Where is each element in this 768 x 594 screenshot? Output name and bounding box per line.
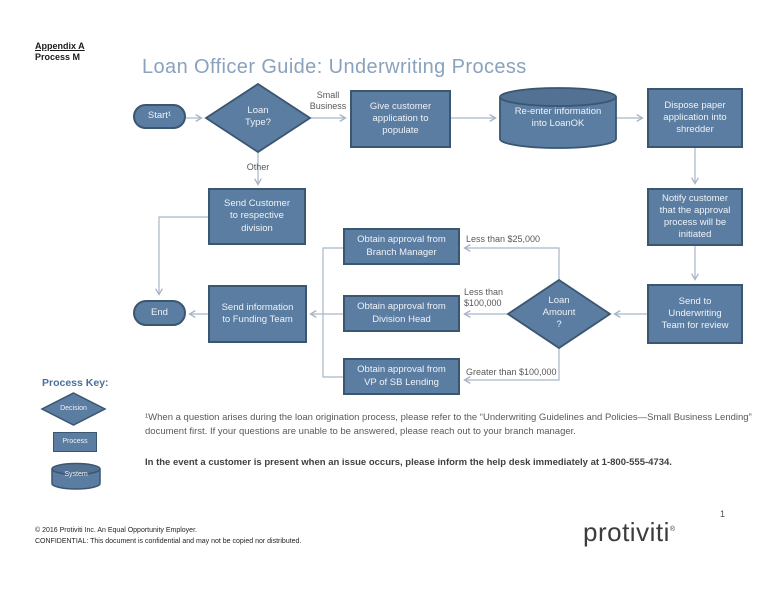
edge-label-less-than-25k: Less than $25,000: [466, 234, 541, 244]
loanok-cylinder-body: [499, 97, 617, 149]
loanok-cylinder-top: [499, 87, 617, 107]
connector-approvals-merge: [322, 247, 343, 378]
notify-customer-process: Notify customer that the approval proces…: [647, 188, 743, 246]
vp-lending-approval-process: Obtain approval from VP of SB Lending: [343, 358, 460, 395]
registered-mark: ®: [669, 526, 676, 533]
send-customer-process: Send Customer to respective division: [208, 188, 306, 245]
division-head-approval-process: Obtain approval from Division Head: [343, 295, 460, 332]
loan-amount-decision-label: Loan Amount ?: [542, 295, 576, 331]
appendix-line1: Appendix A: [35, 41, 85, 51]
underwriting-review-process: Send to Underwriting Team for review: [647, 284, 743, 344]
loan-type-diamond-shape: [204, 82, 312, 154]
branch-manager-approval-process: Obtain approval from Branch Manager: [343, 228, 460, 265]
edge-label-other: Other: [246, 162, 270, 172]
loanok-system-label: Re-enter information into LoanOK: [514, 106, 602, 130]
footer-copyright: © 2016 Protiviti Inc. An Equal Opportuni…: [35, 527, 197, 534]
edge-label-small-business: Small Business: [309, 90, 347, 111]
process-key-title: Process Key:: [42, 377, 109, 389]
help-desk-notice: In the event a customer is present when …: [145, 457, 672, 468]
footnote-text: ¹When a question arises during the loan …: [145, 412, 752, 438]
page-number: 1: [720, 509, 726, 519]
appendix-label: Appendix A Process M: [35, 41, 85, 64]
connector-loanamount-to-branchmanager: [463, 244, 560, 280]
connector-loanamount-to-vplending: [463, 348, 560, 384]
start-node: Start¹: [133, 104, 186, 129]
key-system-cylinder-top: [51, 462, 101, 476]
key-system-label: System: [64, 471, 88, 478]
protiviti-logo-text: protiviti: [583, 517, 670, 547]
loan-amount-diamond-shape: [506, 278, 612, 350]
end-node: End: [133, 300, 186, 326]
edge-label-less-than-100k: Less than $100,000: [464, 287, 504, 308]
funding-team-process: Send information to Funding Team: [208, 285, 307, 343]
footer-confidential: CONFIDENTIAL: This document is confident…: [35, 537, 302, 545]
key-decision-diamond-shape: [40, 392, 107, 426]
key-decision-label: Decision: [60, 405, 87, 412]
protiviti-logo: protiviti®: [583, 517, 676, 548]
connector-sendcustomer-to-end: [155, 216, 208, 296]
key-process-shape: Process: [53, 432, 97, 452]
dispose-process: Dispose paper application into shredder: [647, 88, 743, 148]
loan-type-decision-label: Loan Type?: [245, 105, 271, 129]
footer-legal: © 2016 Protiviti Inc. An Equal Opportuni…: [35, 526, 301, 548]
page-title: Loan Officer Guide: Underwriting Process: [142, 56, 527, 78]
give-customer-process: Give customer application to populate: [350, 90, 451, 148]
edge-label-greater-than-100k: Greater than $100,000: [466, 367, 557, 377]
appendix-line2: Process M: [35, 52, 81, 63]
